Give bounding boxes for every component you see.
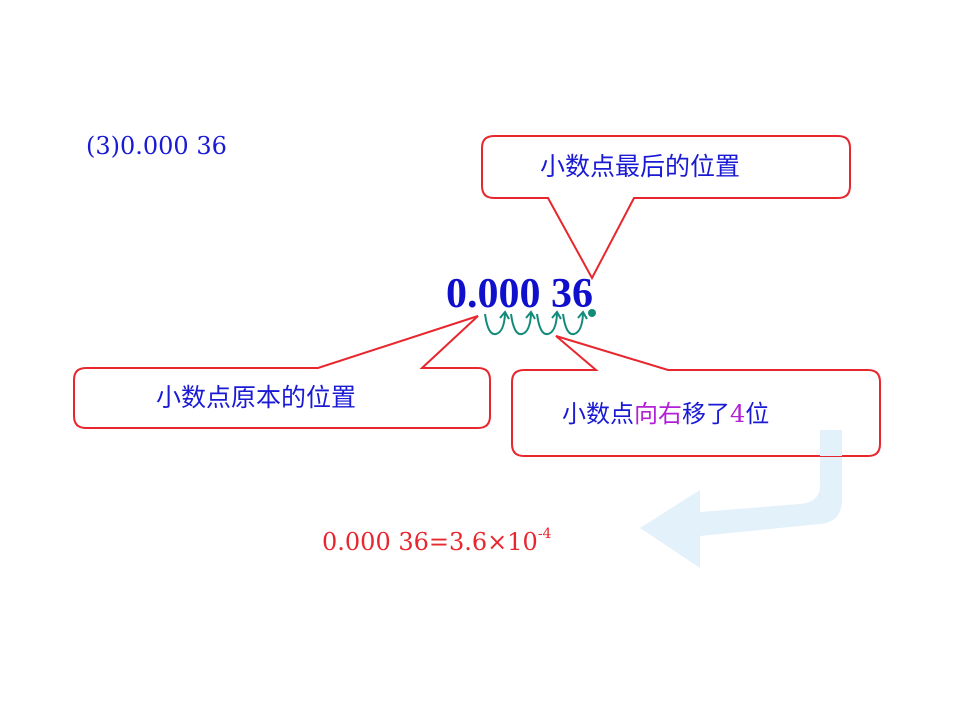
callout-original-position [73,315,491,429]
result-base: 0.000 36=3.6×10 [322,528,538,556]
hop-arrow-icon-4 [562,313,584,336]
number-display: 0.000 36 [446,271,593,317]
result-exponent: -4 [537,526,552,542]
moved-suffix: 位 [745,400,770,428]
hop-arrows [484,310,588,336]
moved-direction: 向右 [634,400,682,428]
callout-moved-text: 小数点向右移了4位 [562,394,769,429]
callout-moved [511,335,881,457]
moved-count: 4 [730,400,746,428]
return-arrow-tail [820,430,842,456]
hop-arrowhead-3 [551,310,562,320]
moved-verb: 移了 [682,400,730,428]
return-arrow-icon [640,430,842,568]
hop-arrowhead-4 [577,310,588,320]
callout-original-position-text: 小数点原本的位置 [156,383,357,412]
hop-arrowhead-1 [499,310,510,320]
hop-arrow-icon-2 [510,313,532,336]
hop-arrow-icon-3 [536,313,558,336]
callout-final-position-text: 小数点最后的位置 [540,152,741,181]
problem-label: (3)0.000 36 [86,132,227,160]
result-equation: 0.000 36=3.6×10-4 [322,526,551,556]
hop-arrow-icon-1 [484,313,506,336]
hop-arrowhead-2 [525,310,536,320]
decimal-point-dot [588,309,596,317]
callout-final-position [481,135,851,281]
moved-prefix: 小数点 [562,400,634,428]
